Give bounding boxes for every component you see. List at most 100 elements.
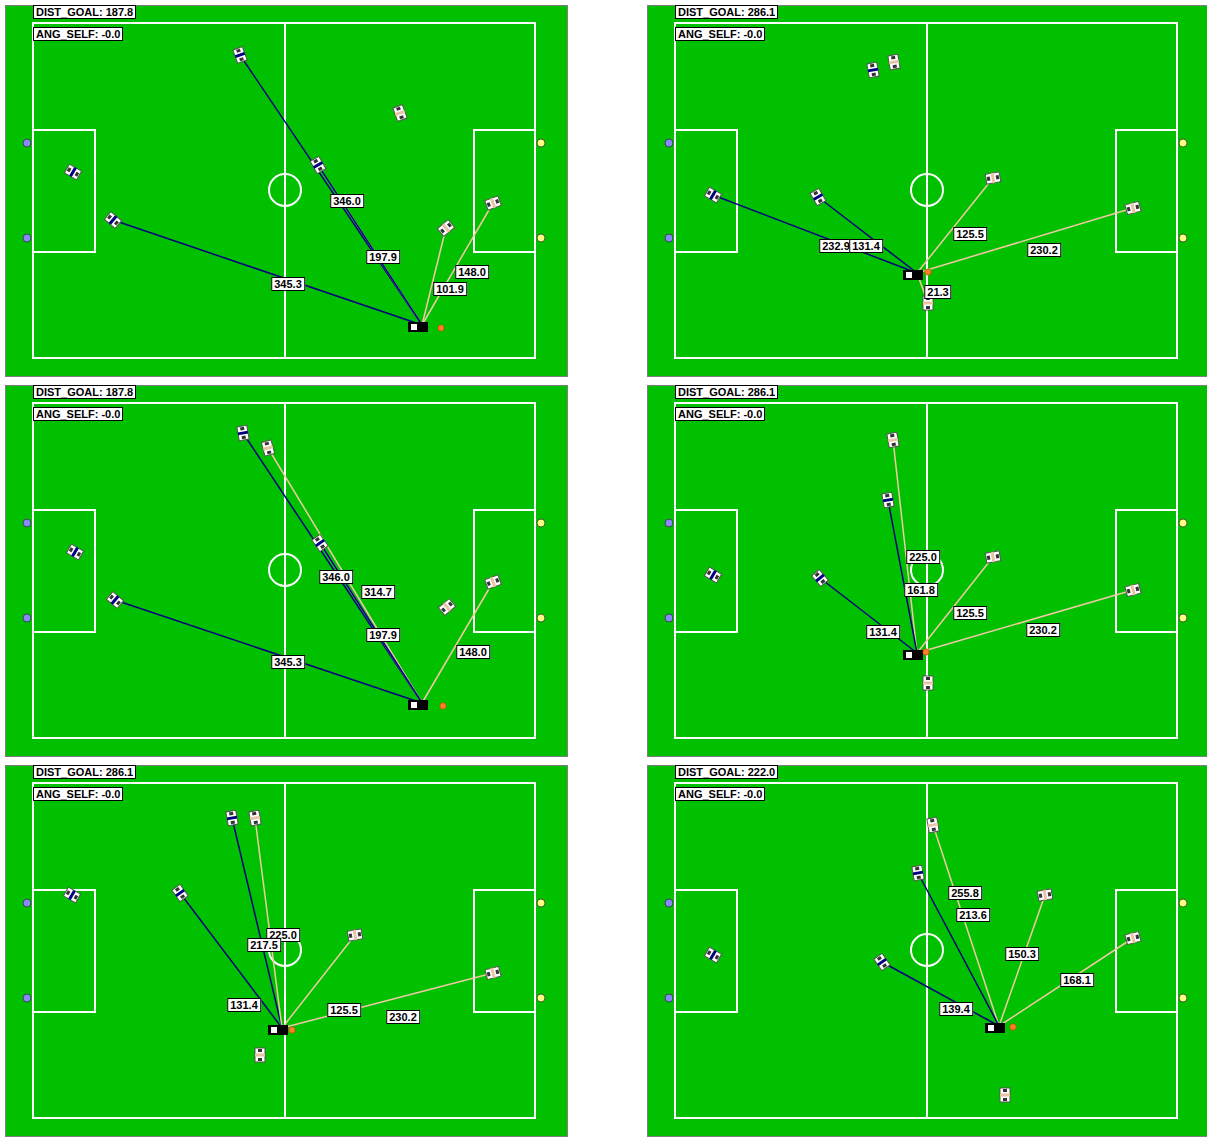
pass-line (917, 178, 993, 273)
robot-mark (447, 223, 452, 228)
distance-label: 345.3 (271, 277, 305, 291)
pass-line (180, 893, 282, 1028)
robot-mark (926, 686, 930, 689)
robot-mark (1135, 205, 1139, 210)
robot-body (310, 156, 326, 173)
robot-player (1125, 201, 1141, 214)
robot-body (903, 270, 923, 280)
robot-mark (77, 552, 82, 557)
robot-mark (1135, 935, 1139, 940)
robot-mark (930, 819, 934, 823)
robot-mark (448, 602, 453, 607)
robot-player (882, 492, 894, 508)
self-robot (903, 270, 923, 280)
robot-mark (411, 702, 417, 708)
robot-body (255, 1048, 265, 1062)
robot-body (1037, 889, 1053, 901)
robot-mark (906, 652, 912, 658)
robot-player (704, 947, 721, 963)
robot-mark (813, 191, 818, 196)
robot-body (312, 534, 328, 551)
robot-mark (996, 554, 1000, 558)
robot-body (66, 544, 83, 560)
pass-line (917, 590, 1133, 653)
robot-body (882, 492, 894, 508)
robot-player (887, 432, 899, 448)
robot-body (887, 432, 899, 448)
robot-player (810, 188, 826, 205)
robot-player (867, 62, 879, 78)
penalty-box (675, 130, 737, 252)
robot-body (408, 700, 428, 710)
center-line (284, 403, 286, 738)
pitch (6, 766, 568, 1137)
robot-mark (358, 932, 362, 936)
field-panel (6, 766, 568, 1137)
team-stripe (928, 823, 938, 828)
team-stripe (255, 1054, 265, 1057)
distance-label: 131.4 (849, 239, 883, 253)
robot-player (1000, 1088, 1010, 1102)
pitch (648, 766, 1207, 1137)
distance-label: 125.5 (327, 1003, 361, 1017)
robot-mark (265, 442, 270, 446)
pass-line (268, 448, 422, 703)
robot-player (1125, 931, 1141, 944)
robot-body (867, 62, 879, 78)
robot-body (1125, 931, 1141, 944)
distance-label: 139.4 (939, 1002, 973, 1016)
pass-line (918, 873, 999, 1026)
distance-label: 21.3 (924, 285, 951, 299)
penalty-box (474, 890, 535, 1012)
goal-post (665, 614, 673, 622)
robot-player (485, 196, 502, 210)
robot-player (923, 676, 933, 690)
distance-label: 148.0 (455, 265, 489, 279)
goal-post (1179, 899, 1187, 907)
field-boundary (33, 783, 535, 1118)
robot-mark (67, 167, 72, 172)
robot-body (226, 810, 238, 826)
robot-body (888, 54, 900, 70)
robot-body (704, 187, 721, 203)
goal-post (23, 899, 31, 907)
pass-line (820, 578, 917, 653)
distance-label: 230.2 (1026, 623, 1060, 637)
distance-label: 197.9 (366, 250, 400, 264)
goal-post (23, 139, 31, 147)
team-stripe (263, 445, 273, 450)
robot-player (64, 164, 81, 180)
penalty-box (675, 510, 737, 632)
penalty-box (33, 510, 95, 632)
goal-post (665, 139, 673, 147)
self-robot (408, 700, 428, 710)
goal-post (537, 994, 545, 1002)
field-boundary (33, 23, 535, 358)
robot-player (437, 220, 454, 237)
robot-mark (893, 65, 897, 69)
team-stripe (1000, 1094, 1010, 1097)
team-stripe (490, 577, 496, 587)
robot-mark (114, 220, 119, 225)
robot-mark (487, 581, 491, 586)
penalty-box (1116, 510, 1177, 632)
team-stripe (238, 431, 248, 436)
robot-body (704, 947, 721, 963)
goal-post (537, 614, 545, 622)
distance-label: 125.5 (953, 227, 987, 241)
goal-post (1179, 234, 1187, 242)
robot-player (704, 567, 721, 583)
robot-body (347, 929, 363, 941)
robot-mark (258, 1058, 262, 1061)
distance-label: 346.0 (330, 194, 364, 208)
robot-body (261, 440, 274, 456)
field-boundary (675, 23, 1177, 358)
pass-line (243, 433, 422, 703)
status-readout: ANG_SELF: -0.0 (675, 407, 765, 421)
robot-player (888, 54, 900, 70)
robot-mark (495, 970, 499, 975)
goal-post (665, 994, 673, 1002)
robot-body (104, 212, 121, 229)
robot-mark (495, 199, 499, 204)
field-panel (6, 6, 568, 377)
